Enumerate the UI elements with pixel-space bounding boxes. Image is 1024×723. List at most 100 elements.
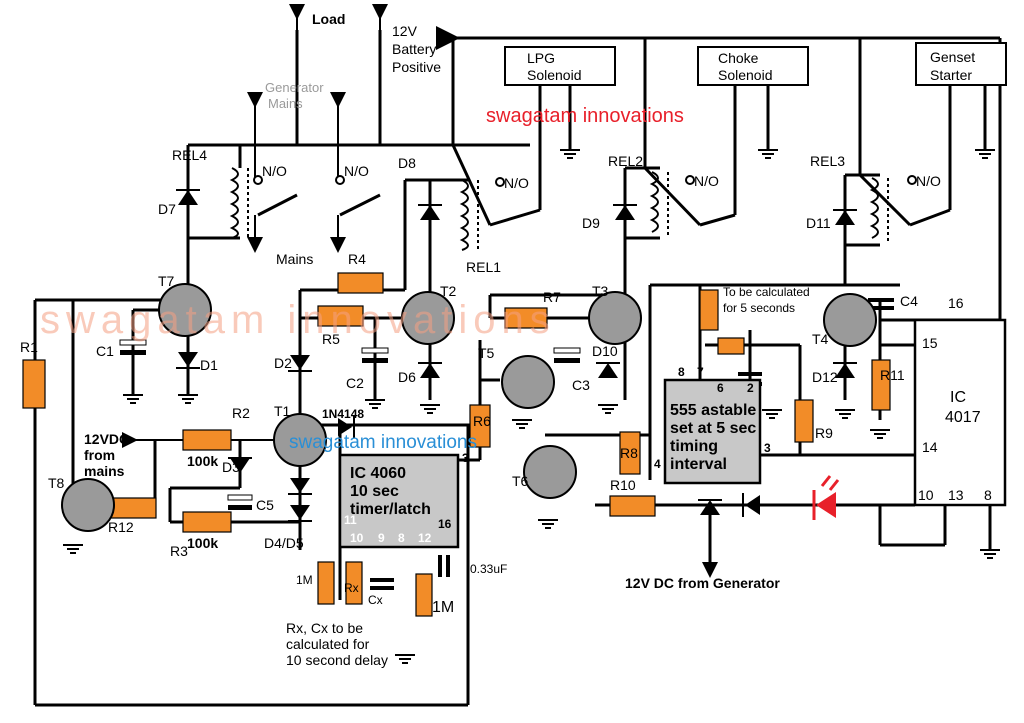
t7-label: T7 <box>158 273 175 289</box>
d9-label: D9 <box>582 215 600 231</box>
c1-label: C1 <box>96 343 114 359</box>
t1-label: T1 <box>274 403 291 419</box>
r9-label: R9 <box>815 425 833 441</box>
ic4060-pin11: 11 <box>344 513 357 527</box>
mains-label: Mains <box>276 251 313 267</box>
t555-note-line2: for 5 seconds <box>723 301 795 315</box>
choke-line2: Solenoid <box>718 67 773 83</box>
r4-label: R4 <box>348 251 366 267</box>
ic555-pin3: 3 <box>764 441 771 455</box>
choke-line1: Choke <box>718 50 759 66</box>
ic555-pin8: 8 <box>678 365 685 379</box>
ic4017-pin14: 14 <box>922 439 938 455</box>
no2-label: N/O <box>344 163 369 179</box>
no4-label: N/O <box>694 173 719 189</box>
c2-label: C2 <box>346 375 364 391</box>
rc-note-line3: 10 second delay <box>286 652 388 668</box>
ic4017-pin16: 16 <box>948 295 964 311</box>
t4-label: T4 <box>812 331 829 347</box>
ic-4060 <box>338 453 460 549</box>
relay-coils <box>229 167 889 251</box>
load-label: Load <box>312 11 345 27</box>
watermark-red: swagatam innovations <box>486 105 684 127</box>
t5-label: T5 <box>478 345 495 361</box>
r-1m-a: 1M <box>296 573 313 587</box>
cap-033-label: 0.33uF <box>470 562 507 576</box>
lpg-line2: Solenoid <box>527 67 582 83</box>
ic-4017 <box>913 318 1007 507</box>
rc-note-line1: Rx, Cx to be <box>286 620 363 636</box>
ic4060-pin8: 8 <box>398 531 405 545</box>
from-generator-label: 12V DC from Generator <box>625 575 780 591</box>
ic555-pin2: 2 <box>747 381 754 395</box>
ic555-line2: set at 5 sec <box>670 420 756 437</box>
ic4017-pin10: 10 <box>918 487 934 503</box>
from-mains-line2: from <box>84 447 115 463</box>
no1-label: N/O <box>262 163 287 179</box>
genset-line1: Genset <box>930 49 975 65</box>
ic4060-pin16: 16 <box>438 517 452 531</box>
ic555-pin7: 7 <box>697 365 704 379</box>
d10-label: D10 <box>592 343 618 359</box>
ic4060-line2: 10 sec <box>350 483 399 500</box>
diode-1n4148-label: 1N4148 <box>322 407 364 421</box>
r2-value: 100k <box>187 453 218 469</box>
rel1-label: REL1 <box>466 259 501 275</box>
ic555-line4: interval <box>670 456 727 473</box>
watermark-blue: swagatam innovations <box>289 432 477 453</box>
genset-starter-box <box>915 42 1007 86</box>
ic555-pin6: 6 <box>717 381 724 395</box>
ic-555 <box>663 378 762 485</box>
d3-label: D3 <box>222 459 240 475</box>
battery-line1: 12V <box>392 23 418 39</box>
ic4017-pin15: 15 <box>922 335 938 351</box>
t555-note-line1: To be calculated <box>723 285 810 299</box>
r11-label: R11 <box>880 367 905 383</box>
from-mains-line3: mains <box>84 463 125 479</box>
d1-label: D1 <box>200 357 218 373</box>
ic555-line1: 555 astable <box>670 402 756 419</box>
ic4060-line3: timer/latch <box>350 501 431 518</box>
ic4017-line2: 4017 <box>945 409 981 426</box>
c5-label: C5 <box>256 497 274 513</box>
ground-symbols <box>63 149 1000 664</box>
gen-mains-line1: Generator <box>265 80 324 95</box>
battery-line3: Positive <box>392 59 441 75</box>
battery-line2: Battery <box>392 41 436 57</box>
rc-note-line2: calculated for <box>286 636 370 652</box>
r5-label: R5 <box>322 331 340 347</box>
r3-value: 100k <box>187 535 218 551</box>
t3-label: T3 <box>592 283 609 299</box>
r6-label: R6 <box>473 413 491 429</box>
ic555-line3: timing <box>670 438 718 455</box>
ic4060-pin10: 10 <box>350 531 364 545</box>
ic4017-line1: IC <box>950 389 966 406</box>
cx-label: Cx <box>368 593 383 607</box>
ic4060-line1: IC 4060 <box>350 465 406 482</box>
transistors <box>61 283 877 532</box>
d7-label: D7 <box>158 201 176 217</box>
rel2-label: REL2 <box>608 153 643 169</box>
lpg-line1: LPG <box>527 50 555 66</box>
r8-label: R8 <box>620 445 638 461</box>
r1-label: R1 <box>20 339 38 355</box>
r3-label: R3 <box>170 543 188 559</box>
r-1m-b: 1M <box>432 599 454 616</box>
diodes <box>176 189 857 522</box>
rel4-label: REL4 <box>172 147 207 163</box>
rx-label: Rx <box>344 581 359 595</box>
r12-label: R12 <box>108 519 134 535</box>
ic4017-pin8: 8 <box>984 487 992 503</box>
r10-label: R10 <box>610 477 636 493</box>
capacitors <box>119 298 894 590</box>
ic4060-pin3: 3 <box>462 451 469 465</box>
ic555-pin4: 4 <box>654 457 661 471</box>
genset-line2: Starter <box>930 67 972 83</box>
ic4060-pin12: 12 <box>418 531 432 545</box>
t2-label: T2 <box>440 283 457 299</box>
no5-label: N/O <box>916 173 941 189</box>
d11-label: D11 <box>806 215 831 231</box>
t8-label: T8 <box>48 475 65 491</box>
ic4060-pin9: 9 <box>378 531 385 545</box>
